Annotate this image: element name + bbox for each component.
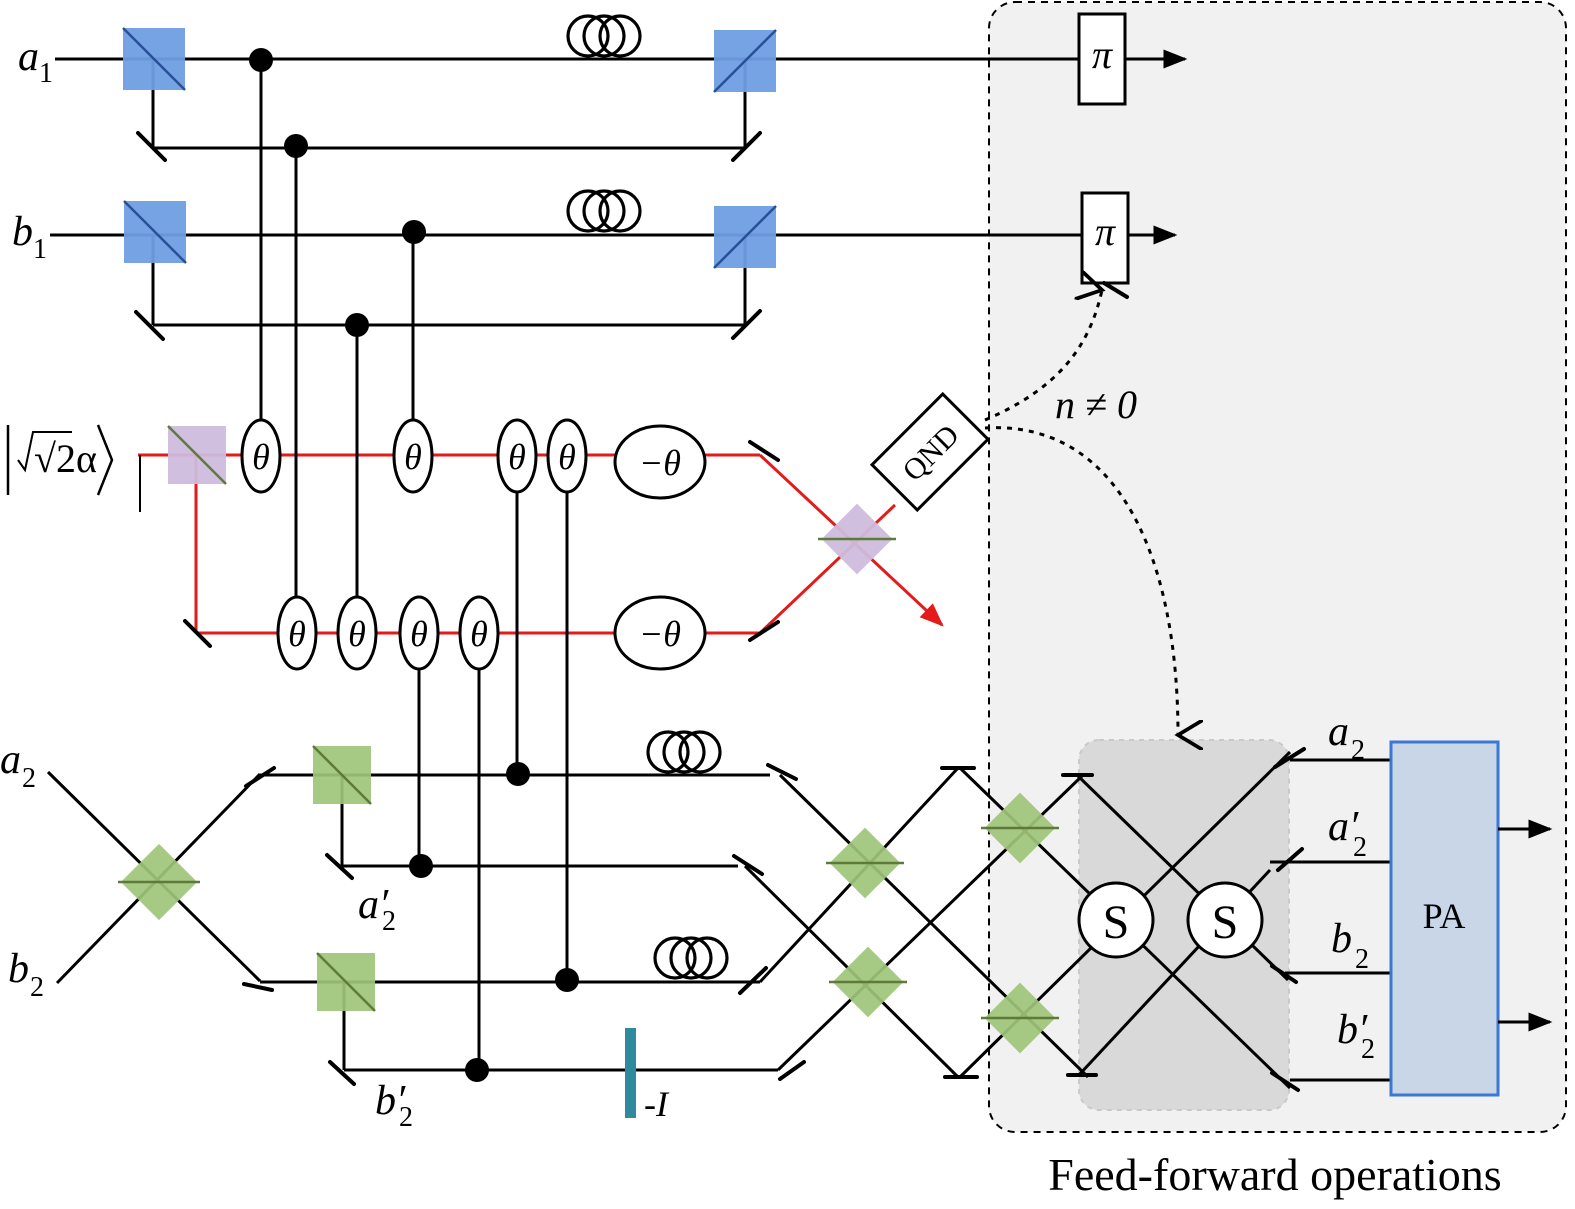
- fiber-delay-a2: [646, 730, 722, 774]
- rail-a1: π a 1: [18, 12, 1188, 162]
- out-label-b2-sub: 2: [1355, 944, 1369, 975]
- pi-phase-a1: [1077, 12, 1127, 106]
- crossing-network: S S: [743, 750, 1292, 1090]
- s-gate-2: [1186, 881, 1264, 959]
- pi-label-b1: π: [1095, 209, 1116, 254]
- minus-i-plate: [625, 1028, 636, 1118]
- minus-i-label: -I: [644, 1084, 670, 1124]
- out-label-a2: a: [1328, 709, 1349, 755]
- lower-mirrors: [732, 763, 806, 1081]
- label-b2: b: [8, 946, 29, 992]
- classical-feedforward: n ≠ 0: [984, 290, 1178, 735]
- svg-text:θ: θ: [410, 614, 428, 654]
- feedforward-label: Feed-forward operations: [1048, 1149, 1501, 1200]
- svg-text:θ: θ: [508, 437, 526, 477]
- label-b2-sub: 2: [30, 972, 44, 1003]
- fiber-delay-b2: [653, 936, 729, 980]
- label-b1-sub: 1: [33, 234, 47, 265]
- bs-net-1: [826, 827, 904, 899]
- out-label-b2-prime-sub: 2: [1361, 1034, 1375, 1065]
- pi-phase-b1: [1080, 191, 1130, 285]
- svg-text:S: S: [1212, 896, 1239, 949]
- svg-text:−θ: −θ: [639, 614, 681, 654]
- label-b2-prime: b′: [375, 1078, 406, 1124]
- out-label-a2-prime: a′: [1328, 804, 1359, 850]
- out-label-a2-prime-sub: 2: [1353, 832, 1367, 863]
- pa-outputs: PA a 2 a′ 2 b 2 b′ 2: [1270, 709, 1553, 1097]
- label-a1: a: [18, 34, 39, 80]
- control-wires: [249, 48, 579, 1082]
- bs-net-3: [981, 792, 1059, 864]
- bs-input-a2b2: [118, 843, 200, 921]
- pa-box: [1389, 740, 1500, 1097]
- out-label-b2-prime: b′: [1337, 1007, 1368, 1053]
- svg-text:θ: θ: [470, 614, 488, 654]
- theta-gates-lower: θ θ θ θ −θ: [276, 595, 707, 671]
- label-a2-sub: 2: [22, 763, 36, 794]
- svg-text:θ: θ: [404, 437, 422, 477]
- bs-probe-combine: [818, 503, 896, 575]
- rail-b1: π b 1: [12, 189, 1178, 341]
- condition-label: n ≠ 0: [1055, 382, 1137, 427]
- svg-text:θ: θ: [252, 437, 270, 477]
- probe-beam: √2α QND: [6, 391, 991, 648]
- out-label-b2: b: [1331, 916, 1352, 962]
- s-gate-1: [1077, 881, 1155, 959]
- label-a2: a: [0, 737, 21, 783]
- pa-label: PA: [1423, 896, 1466, 936]
- svg-text:θ: θ: [348, 614, 366, 654]
- label-b2-prime-sub: 2: [399, 1102, 413, 1133]
- svg-text:θ: θ: [558, 437, 576, 477]
- rail-a2-b2: -I a 2 b 2 a′ 2 b′ 2: [0, 730, 778, 1133]
- theta-gates-upper: θ θ θ θ −θ: [240, 418, 707, 500]
- svg-text:−θ: −θ: [639, 443, 681, 483]
- coherent-state-text: √2α: [34, 436, 97, 481]
- fiber-delay-b1: [566, 189, 642, 233]
- label-a1-sub: 1: [39, 58, 53, 89]
- qnd-detector: QND: [869, 391, 991, 513]
- fiber-delay-a1: [566, 14, 642, 58]
- label-b1: b: [12, 209, 33, 255]
- svg-text:θ: θ: [288, 614, 306, 654]
- label-a2-prime-sub: 2: [382, 906, 396, 937]
- pi-label-a1: π: [1092, 32, 1113, 77]
- svg-text:S: S: [1103, 896, 1130, 949]
- out-label-a2-sub: 2: [1351, 735, 1365, 766]
- bs-net-2: [829, 946, 907, 1018]
- coherent-state-label: √2α: [6, 424, 114, 496]
- bs-net-4: [981, 982, 1059, 1054]
- label-a2-prime: a′: [358, 882, 389, 928]
